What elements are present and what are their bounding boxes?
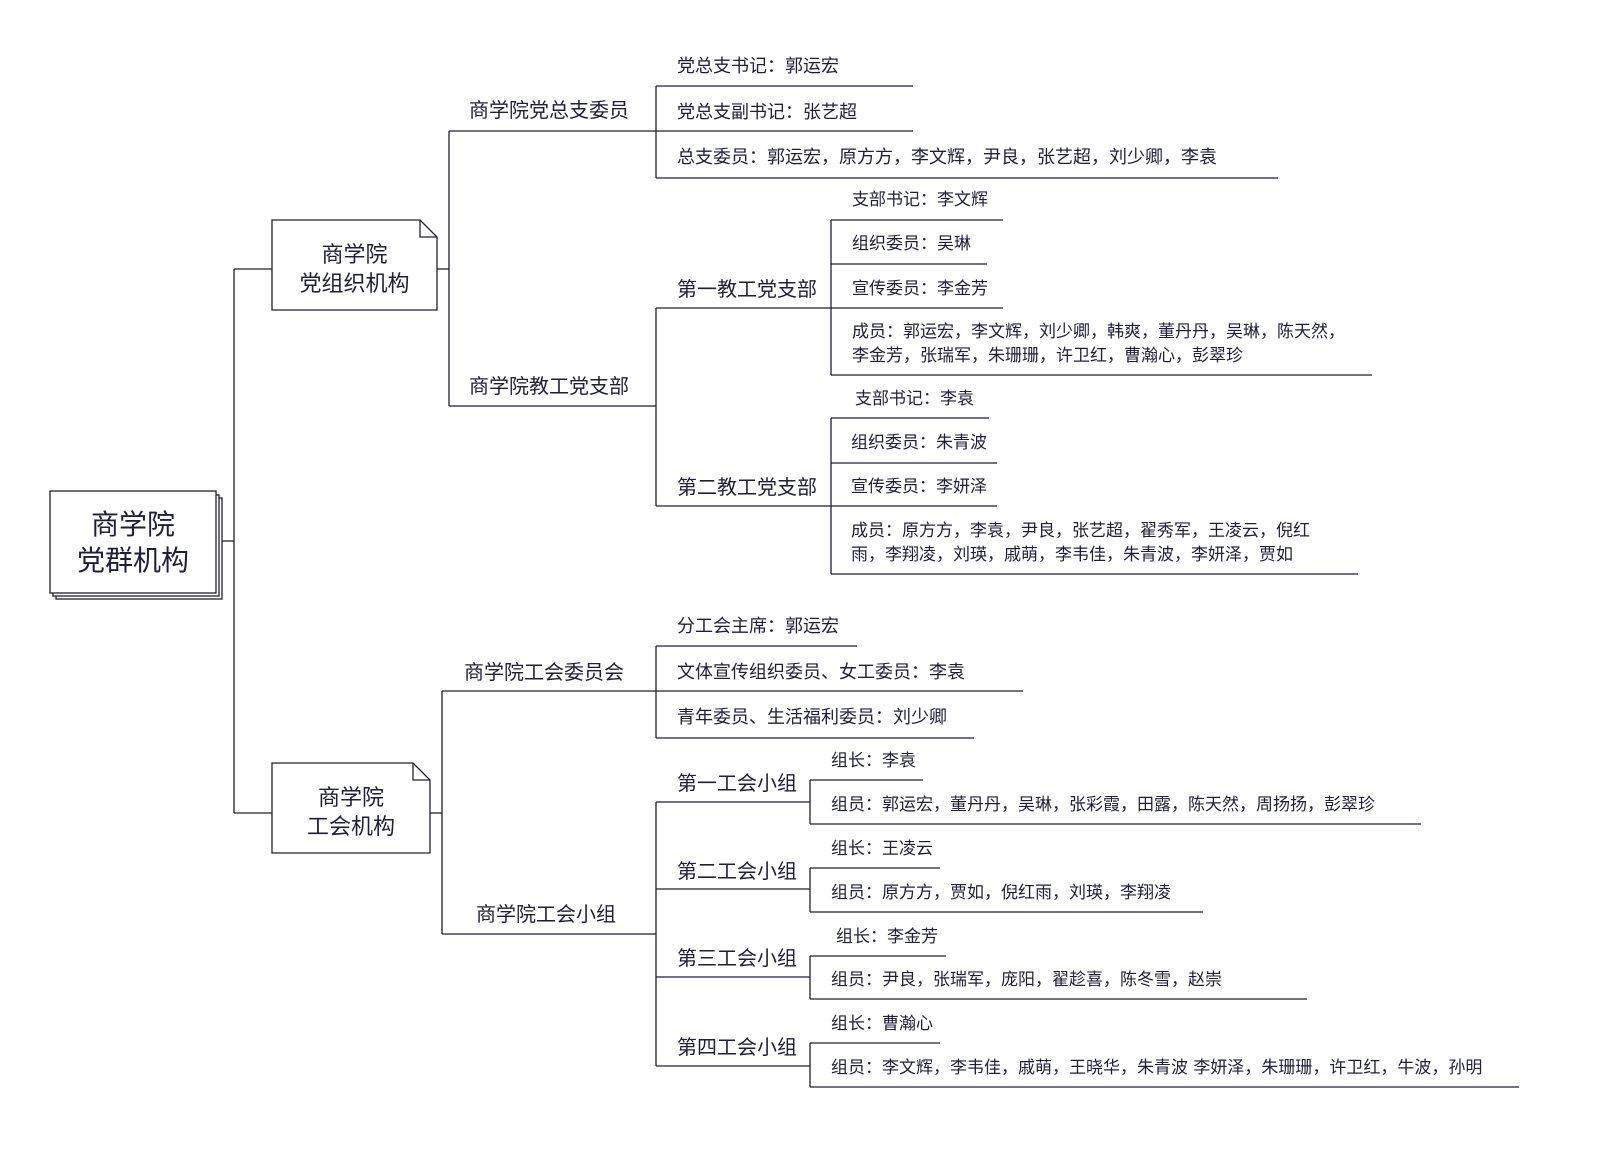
union-group-leader: 组长：李袁 <box>831 751 916 771</box>
party-committee-item: 党总支副书记：张艺超 <box>677 102 857 123</box>
party-committee-item: 总支委员：郭运宏，原方方，李文辉，尹良，张艺超，刘少卿，李袁 <box>677 147 1217 168</box>
union-group-members: 组员：郭运宏，董丹丹，吴琳，张彩霞，田露，陈天然，周扬扬，彭翠珍 <box>831 795 1375 815</box>
root-title-line2: 党群机构 <box>76 544 189 578</box>
first-branch-members-line1: 成员：郭运宏，李文辉，刘少卿，韩爽，董丹丹，吴琳，陈天然， <box>852 322 1345 342</box>
first-branch-title: 第一教工党支部 <box>677 277 817 301</box>
second-branch-item: 组织委员：朱青波 <box>851 433 987 453</box>
first-branch-item: 支部书记：李文辉 <box>852 190 988 210</box>
first-branch-members-line2: 李金芳，张瑞军，朱珊珊，许卫红，曹瀚心，彭翠珍 <box>852 346 1243 366</box>
union-box-title: 商学院 工会机构 <box>272 785 430 842</box>
union-group-leader: 组长：王凌云 <box>831 839 933 859</box>
second-branch-members-line2: 雨，李翔凌，刘瑛，戚萌，李韦佳，朱青波，李妍泽，贾如 <box>851 545 1293 565</box>
union-committee-item: 青年委员、生活福利委员：刘少卿 <box>677 707 947 728</box>
union-box-line2: 工会机构 <box>306 814 395 840</box>
party-branch-title: 商学院教工党支部 <box>469 374 629 398</box>
union-group-title: 第三工会小组 <box>677 946 797 970</box>
union-committee-title: 商学院工会委员会 <box>464 660 624 684</box>
union-group-title: 第二工会小组 <box>677 859 797 883</box>
union-box <box>271 762 431 854</box>
party-box-title: 商学院 党组织机构 <box>272 242 437 299</box>
union-box-line1: 商学院 <box>317 786 384 811</box>
first-branch-item: 宣传委员：李金芳 <box>852 279 988 299</box>
union-group-members: 组员：李文辉，李韦佳，戚萌，王晓华，朱青波 李妍泽，朱珊珊，许卫红，牛波，孙明 <box>831 1058 1483 1078</box>
second-branch-title: 第二教工党支部 <box>677 475 817 499</box>
party-committee-item: 党总支书记：郭运宏 <box>677 56 839 77</box>
union-committee-item: 分工会主席：郭运宏 <box>677 616 839 637</box>
first-branch-item: 组织委员：吴琳 <box>852 234 971 254</box>
union-group-leader: 组长：曹瀚心 <box>831 1014 933 1034</box>
root-box <box>49 490 217 594</box>
second-branch-item: 宣传委员：李妍泽 <box>851 477 987 497</box>
union-group-members: 组员：原方方，贾如，倪红雨，刘瑛，李翔凌 <box>831 883 1171 903</box>
union-group-members: 组员：尹良，张瑞军，庞阳，翟趁喜，陈冬雪，赵崇 <box>831 970 1222 990</box>
party-box-line1: 商学院 <box>321 243 388 268</box>
second-branch-item: 支部书记：李袁 <box>855 389 974 409</box>
second-branch-members-line1: 成员：原方方，李袁，尹良，张艺超，翟秀军，王凌云，倪红 <box>851 521 1310 541</box>
union-committee-item: 文体宣传组织委员、女工委员：李袁 <box>677 662 965 683</box>
union-group-leader: 组长：李金芳 <box>836 927 938 947</box>
union-groups-title: 商学院工会小组 <box>476 902 616 926</box>
party-box <box>271 219 438 311</box>
union-group-title: 第一工会小组 <box>677 771 797 795</box>
root-title-line1: 商学院 <box>90 508 175 541</box>
party-committee-title: 商学院党总支委员 <box>469 98 629 122</box>
root-title: 商学院 党群机构 <box>50 507 216 580</box>
party-box-line2: 党组织机构 <box>299 271 410 297</box>
union-group-title: 第四工会小组 <box>677 1035 797 1059</box>
